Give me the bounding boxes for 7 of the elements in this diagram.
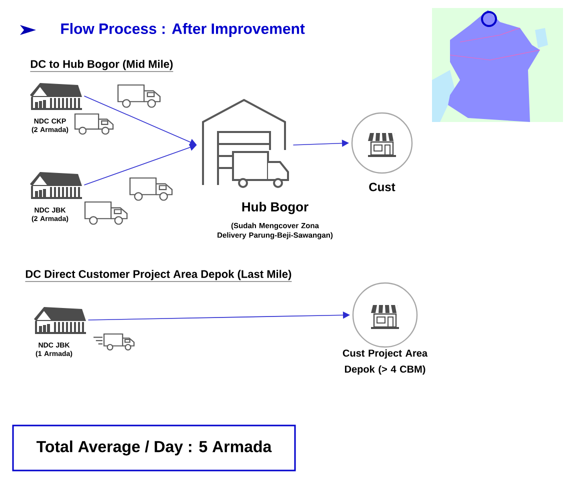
node-label: Cust <box>369 182 396 192</box>
summary-box: Total Average / Day : 5 Armada <box>12 424 296 472</box>
title: Flow Process : After Improvement <box>61 23 305 37</box>
node-label: Cust Project Area Depok (> 4 CBM) <box>342 349 428 375</box>
section-heading: DC to Hub Bogor (Mid Mile) <box>30 60 174 72</box>
section-heading: DC Direct Customer Project Area Depok (Last Mile) <box>25 270 292 282</box>
node-label: Hub Bogor <box>242 202 308 214</box>
